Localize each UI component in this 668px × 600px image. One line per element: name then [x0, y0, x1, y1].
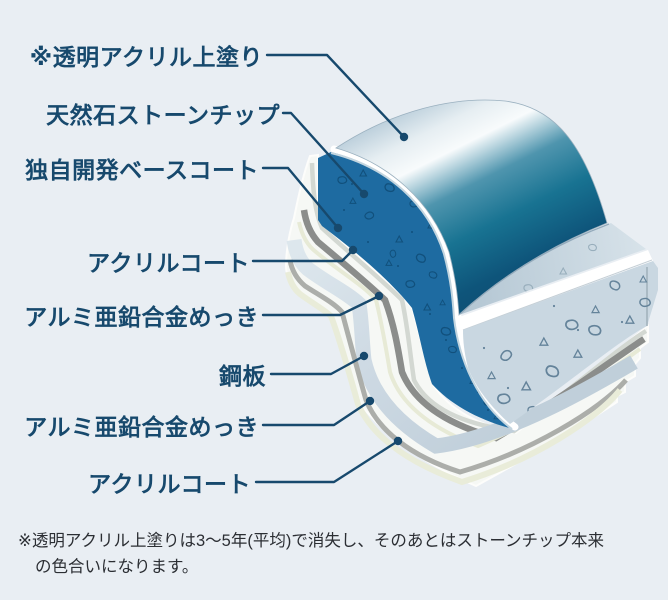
dot-acrylic-upper	[348, 245, 358, 255]
acrylic-cream-band	[285, 271, 623, 486]
label-steel-sheet: 鋼板	[219, 363, 266, 389]
footnote-line-1: ※透明アクリル上塗りは3〜5年(平均)で消失し、そのあとはストーンチップ本来	[18, 532, 605, 550]
stone-chip-layer	[318, 152, 513, 429]
label-stone-chip: 天然石ストーンチップ	[46, 102, 280, 128]
leader-acrylic-lower	[254, 439, 400, 484]
leader-dots	[333, 132, 409, 446]
footnote: ※透明アクリル上塗りは3〜5年(平均)で消失し、そのあとはストーンチップ本来 の…	[18, 528, 658, 581]
label-acrylic-upper: アクリルコート	[87, 250, 250, 276]
glossy-top-surface	[335, 99, 608, 316]
leader-steel-sheet	[269, 354, 366, 376]
dot-base-coat	[333, 223, 343, 233]
deck-white-strip	[459, 250, 653, 330]
label-base-coat: 独自開発ベースコート	[25, 157, 259, 183]
dot-clear-topcoat	[399, 132, 409, 142]
leader-lines	[251, 53, 406, 484]
footnote-line-2: の色合いになります。	[35, 558, 199, 577]
leader-base-coat	[261, 166, 340, 230]
deck-front-face	[463, 261, 658, 424]
leader-acrylic-upper	[251, 248, 355, 263]
label-acrylic-lower: アクリルコート	[88, 471, 251, 497]
leader-alu-zinc-upper	[261, 294, 381, 317]
deck-top-face	[459, 223, 646, 315]
leader-alu-zinc-lower	[261, 399, 372, 427]
leader-clear-topcoat	[265, 53, 406, 139]
label-alu-zinc-lower: アルミ亜鉛合金めっき	[24, 414, 259, 440]
clear-coat-rim-shade	[330, 152, 513, 430]
label-alu-zinc-upper: アルミ亜鉛合金めっき	[24, 304, 259, 330]
dot-alu-zinc-upper	[374, 291, 384, 301]
deck-glossy-shadow-edge	[459, 223, 610, 315]
panel-cross-section	[284, 99, 658, 488]
dot-stone-chip	[359, 189, 369, 199]
dot-alu-zinc-lower	[365, 396, 375, 406]
dot-acrylic-lower	[393, 436, 403, 446]
label-clear-topcoat: ※透明アクリル上塗り	[29, 44, 263, 70]
deck-strip-edge	[462, 259, 653, 331]
dot-steel-sheet	[359, 351, 369, 361]
leader-stone-chip	[281, 111, 366, 196]
